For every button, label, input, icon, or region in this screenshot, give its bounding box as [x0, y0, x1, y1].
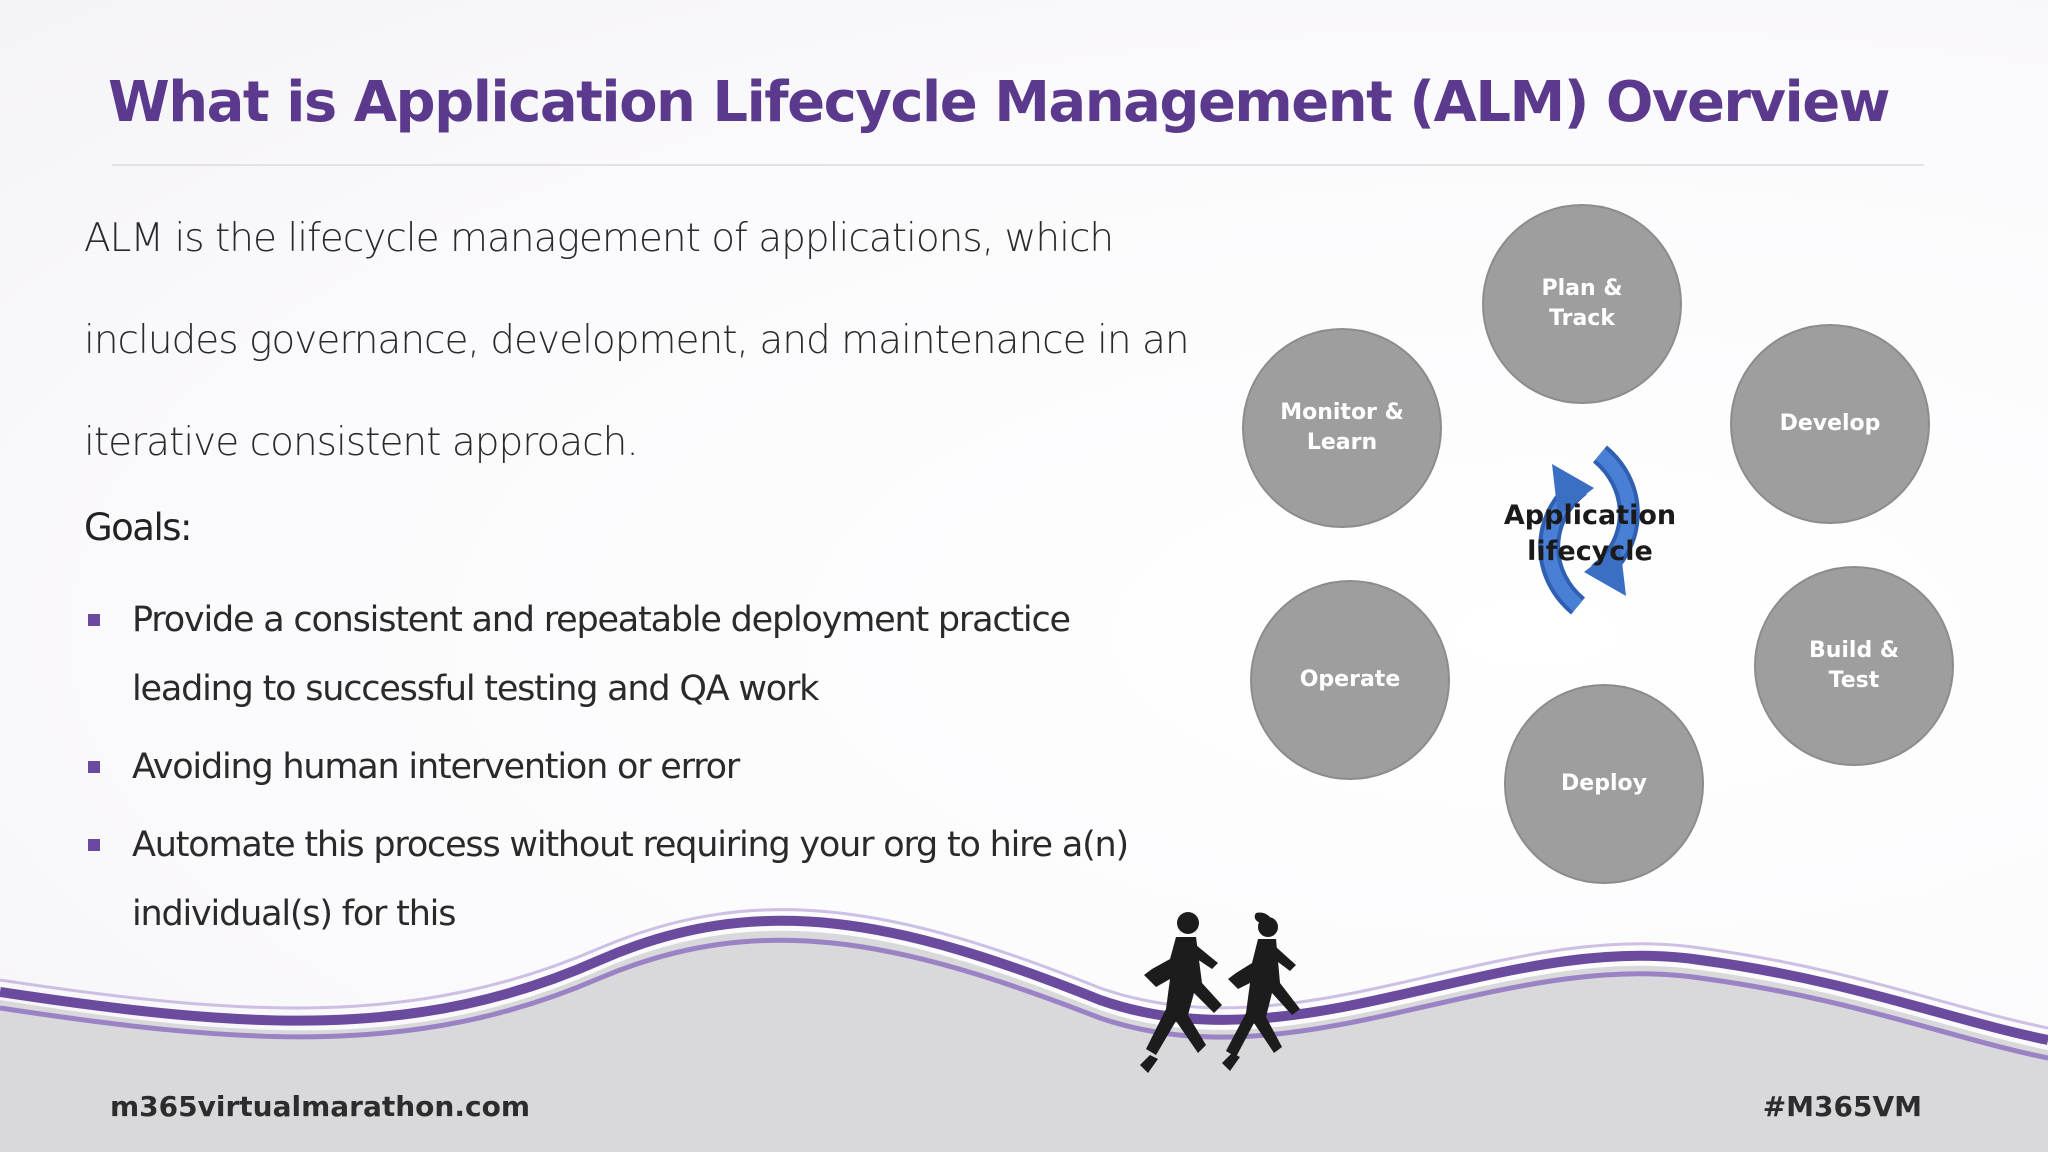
intro-paragraph: ALM is the lifecycle management of appli… [84, 216, 1190, 465]
stage-monitor-learn: Monitor & Learn [1242, 328, 1442, 528]
stage-develop: Develop [1730, 324, 1930, 524]
bullet-square-icon [88, 614, 100, 626]
runners-silhouette [1140, 912, 1300, 1073]
footer-website: m365virtualmarathon.com [110, 1090, 530, 1123]
diagram-center-label: Application lifecycle [1503, 500, 1677, 567]
bullet-square-icon [88, 839, 100, 851]
bullet-square-icon [88, 761, 100, 773]
goal-item: Automate this process without requiring … [84, 811, 1164, 949]
goal-text: Provide a consistent and repeatable depl… [132, 600, 1071, 709]
footer-wave-decoration [0, 908, 2048, 1152]
circular-arrows-icon [1538, 445, 1640, 615]
goals-list: Provide a consistent and repeatable depl… [84, 586, 1164, 958]
goal-item: Provide a consistent and repeatable depl… [84, 586, 1164, 724]
footer-hashtag: #M365VM [1762, 1090, 1922, 1123]
goal-text: Automate this process without requiring … [132, 825, 1129, 934]
stage-operate: Operate [1250, 580, 1450, 780]
stage-deploy: Deploy [1504, 684, 1704, 884]
goal-text: Avoiding human intervention or error [132, 747, 740, 787]
title-divider [112, 164, 1924, 166]
stage-build-test: Build & Test [1754, 566, 1954, 766]
goal-item: Avoiding human intervention or error [84, 733, 1164, 802]
alm-lifecycle-diagram: Plan & Track Develop Build & Test Deploy… [1230, 190, 1970, 890]
slide-title: What is Application Lifecycle Management… [108, 70, 1890, 135]
stage-plan-track: Plan & Track [1482, 204, 1682, 404]
goals-heading: Goals: [84, 506, 193, 549]
